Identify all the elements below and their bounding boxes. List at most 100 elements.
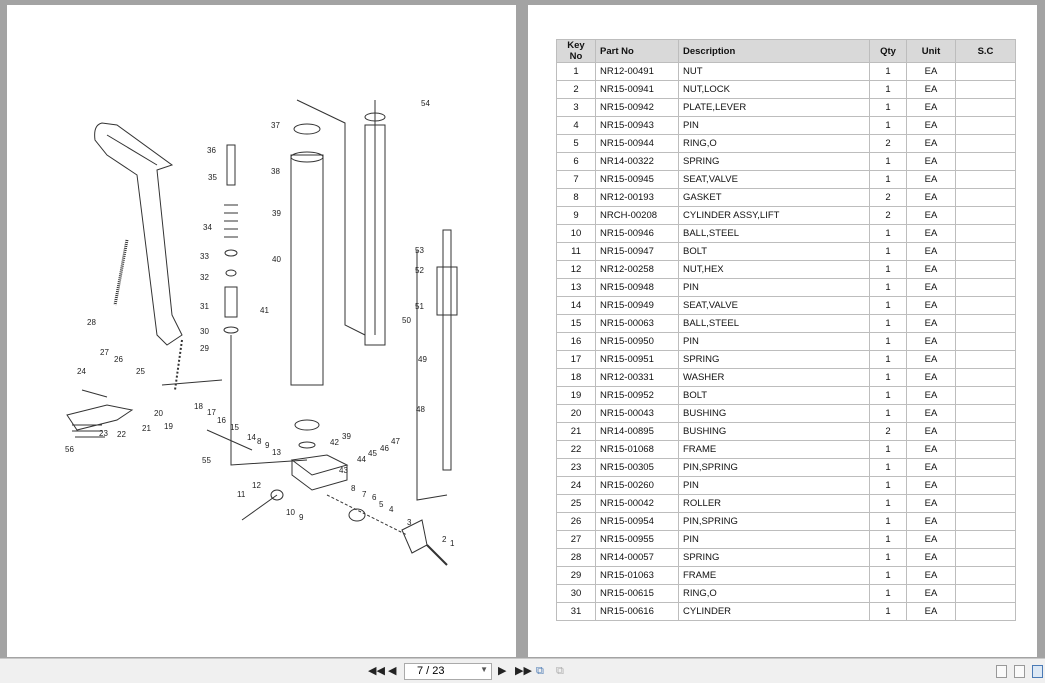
callout-label: 16 xyxy=(217,416,226,425)
first-page-icon[interactable]: ◀◀ xyxy=(368,665,385,677)
cell-description: PLATE,LEVER xyxy=(678,98,870,117)
rotate-icon[interactable]: ⧉ xyxy=(536,665,544,677)
cell-unit: EA xyxy=(906,206,956,225)
cell-key-no: 4 xyxy=(556,116,596,135)
cell-sc xyxy=(955,98,1016,117)
cell-qty: 1 xyxy=(869,80,907,99)
header-description: Description xyxy=(678,39,870,63)
cell-unit: EA xyxy=(906,314,956,333)
cell-description: BALL,STEEL xyxy=(678,224,870,243)
cell-qty: 1 xyxy=(869,170,907,189)
continuous-icon[interactable] xyxy=(1014,665,1025,678)
prev-page-icon[interactable]: ◀ xyxy=(388,665,397,677)
cell-sc xyxy=(955,530,1016,549)
cell-unit: EA xyxy=(906,188,956,207)
last-page-icon[interactable]: ▶▶ xyxy=(515,665,532,677)
cell-description: GASKET xyxy=(678,188,870,207)
cell-unit: EA xyxy=(906,368,956,387)
cell-description: SPRING xyxy=(678,548,870,567)
copy-icon[interactable]: ⧉ xyxy=(556,665,564,677)
cell-part-no: NR15-00944 xyxy=(595,134,679,153)
callout-label: 39 xyxy=(272,209,281,218)
cell-qty: 1 xyxy=(869,584,907,603)
cell-part-no: NR15-00954 xyxy=(595,512,679,531)
cell-description: FRAME xyxy=(678,566,870,585)
callout-label: 9 xyxy=(299,513,304,522)
cell-unit: EA xyxy=(906,332,956,351)
cell-sc xyxy=(955,224,1016,243)
cell-unit: EA xyxy=(906,296,956,315)
cell-key-no: 16 xyxy=(556,332,596,351)
callout-label: 3 xyxy=(407,518,412,527)
cell-unit: EA xyxy=(906,80,956,99)
cell-qty: 1 xyxy=(869,296,907,315)
callout-label: 55 xyxy=(202,456,211,465)
page-number-select[interactable]: 7 / 23 ▼ xyxy=(404,663,492,680)
cell-description: ROLLER xyxy=(678,494,870,513)
cell-key-no: 3 xyxy=(556,98,596,117)
cell-description: PIN xyxy=(678,278,870,297)
cell-key-no: 19 xyxy=(556,386,596,405)
cell-sc xyxy=(955,134,1016,153)
cell-key-no: 1 xyxy=(556,62,596,81)
single-page-icon[interactable] xyxy=(996,665,1007,678)
callout-label: 31 xyxy=(200,302,209,311)
callout-label: 50 xyxy=(402,316,411,325)
header-key-no: Key No xyxy=(556,39,596,63)
callout-label: 45 xyxy=(368,449,377,458)
cell-description: BUSHING xyxy=(678,422,870,441)
cell-part-no: NR15-00946 xyxy=(595,224,679,243)
pdf-toolbar: ◀◀ ◀ 7 / 23 ▼ ▶ ▶▶ ⧉ ⧉ xyxy=(0,658,1045,683)
callout-label: 51 xyxy=(415,302,424,311)
cell-part-no: NR15-00952 xyxy=(595,386,679,405)
two-page-icon[interactable] xyxy=(1032,665,1043,678)
cell-part-no: NR15-00942 xyxy=(595,98,679,117)
callout-label: 52 xyxy=(415,266,424,275)
cell-unit: EA xyxy=(906,278,956,297)
parts-table: Key No Part No Description Qty Unit S.C … xyxy=(556,39,1016,621)
callout-label: 19 xyxy=(164,422,173,431)
callout-label: 27 xyxy=(100,348,109,357)
cell-description: BALL,STEEL xyxy=(678,314,870,333)
cell-key-no: 22 xyxy=(556,440,596,459)
cell-description: BOLT xyxy=(678,386,870,405)
callout-label: 17 xyxy=(207,408,216,417)
cell-unit: EA xyxy=(906,440,956,459)
callout-label: 10 xyxy=(286,508,295,517)
cell-qty: 1 xyxy=(869,260,907,279)
cell-sc xyxy=(955,188,1016,207)
cell-qty: 1 xyxy=(869,566,907,585)
cell-qty: 1 xyxy=(869,278,907,297)
cell-sc xyxy=(955,422,1016,441)
cell-qty: 1 xyxy=(869,404,907,423)
cell-description: WASHER xyxy=(678,368,870,387)
callout-label: 8 xyxy=(351,484,356,493)
cell-description: NUT,LOCK xyxy=(678,80,870,99)
next-page-icon[interactable]: ▶ xyxy=(498,665,507,677)
cell-key-no: 6 xyxy=(556,152,596,171)
cell-description: SPRING xyxy=(678,350,870,369)
cell-description: FRAME xyxy=(678,440,870,459)
callout-label: 21 xyxy=(142,424,151,433)
callout-label: 1 xyxy=(450,539,455,548)
cell-part-no: NR12-00331 xyxy=(595,368,679,387)
cell-description: CYLINDER ASSY,LIFT xyxy=(678,206,870,225)
cell-unit: EA xyxy=(906,260,956,279)
cell-key-no: 8 xyxy=(556,188,596,207)
